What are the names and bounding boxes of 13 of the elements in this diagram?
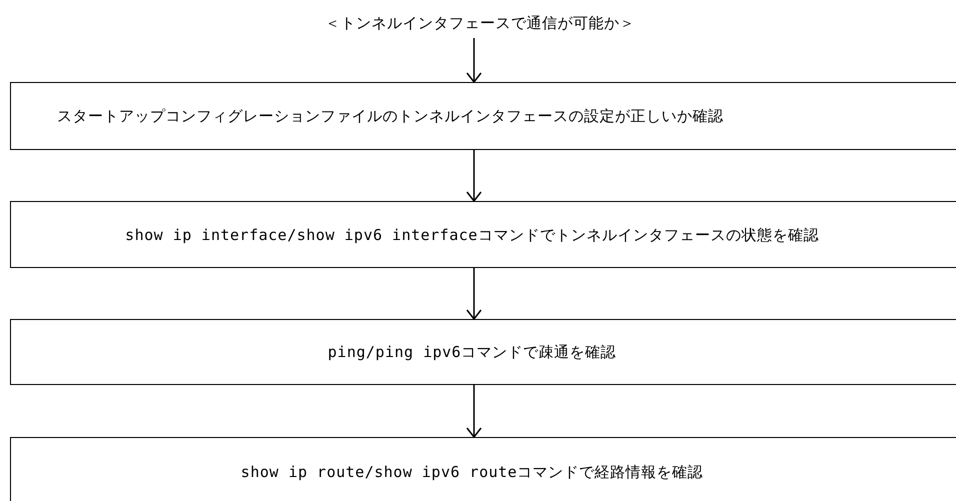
- process-box: [10, 201, 956, 268]
- arrow: [466, 38, 482, 83]
- step-text: スタートアップコンフィグレーションファイルのトンネルインタフェースの設定が正しいか確認: [57, 106, 724, 127]
- heading-text: ＜トンネルインタフェースで通信が可能か＞: [325, 13, 635, 34]
- step-text: show ip interface/show ipv6 interfaceコマンドでトンネルインタフェースの状態を確認: [125, 224, 819, 246]
- step-text: show ip route/show ipv6 routeコマンドで経路情報を確認: [240, 462, 704, 483]
- arrow: [466, 385, 482, 438]
- process-box: [10, 319, 956, 385]
- step-text: ping/ping ipv6コマンドで疎通を確認: [328, 342, 616, 363]
- arrow: [466, 150, 482, 202]
- process-box: [10, 82, 956, 150]
- arrow: [466, 268, 482, 320]
- process-box: [10, 437, 956, 501]
